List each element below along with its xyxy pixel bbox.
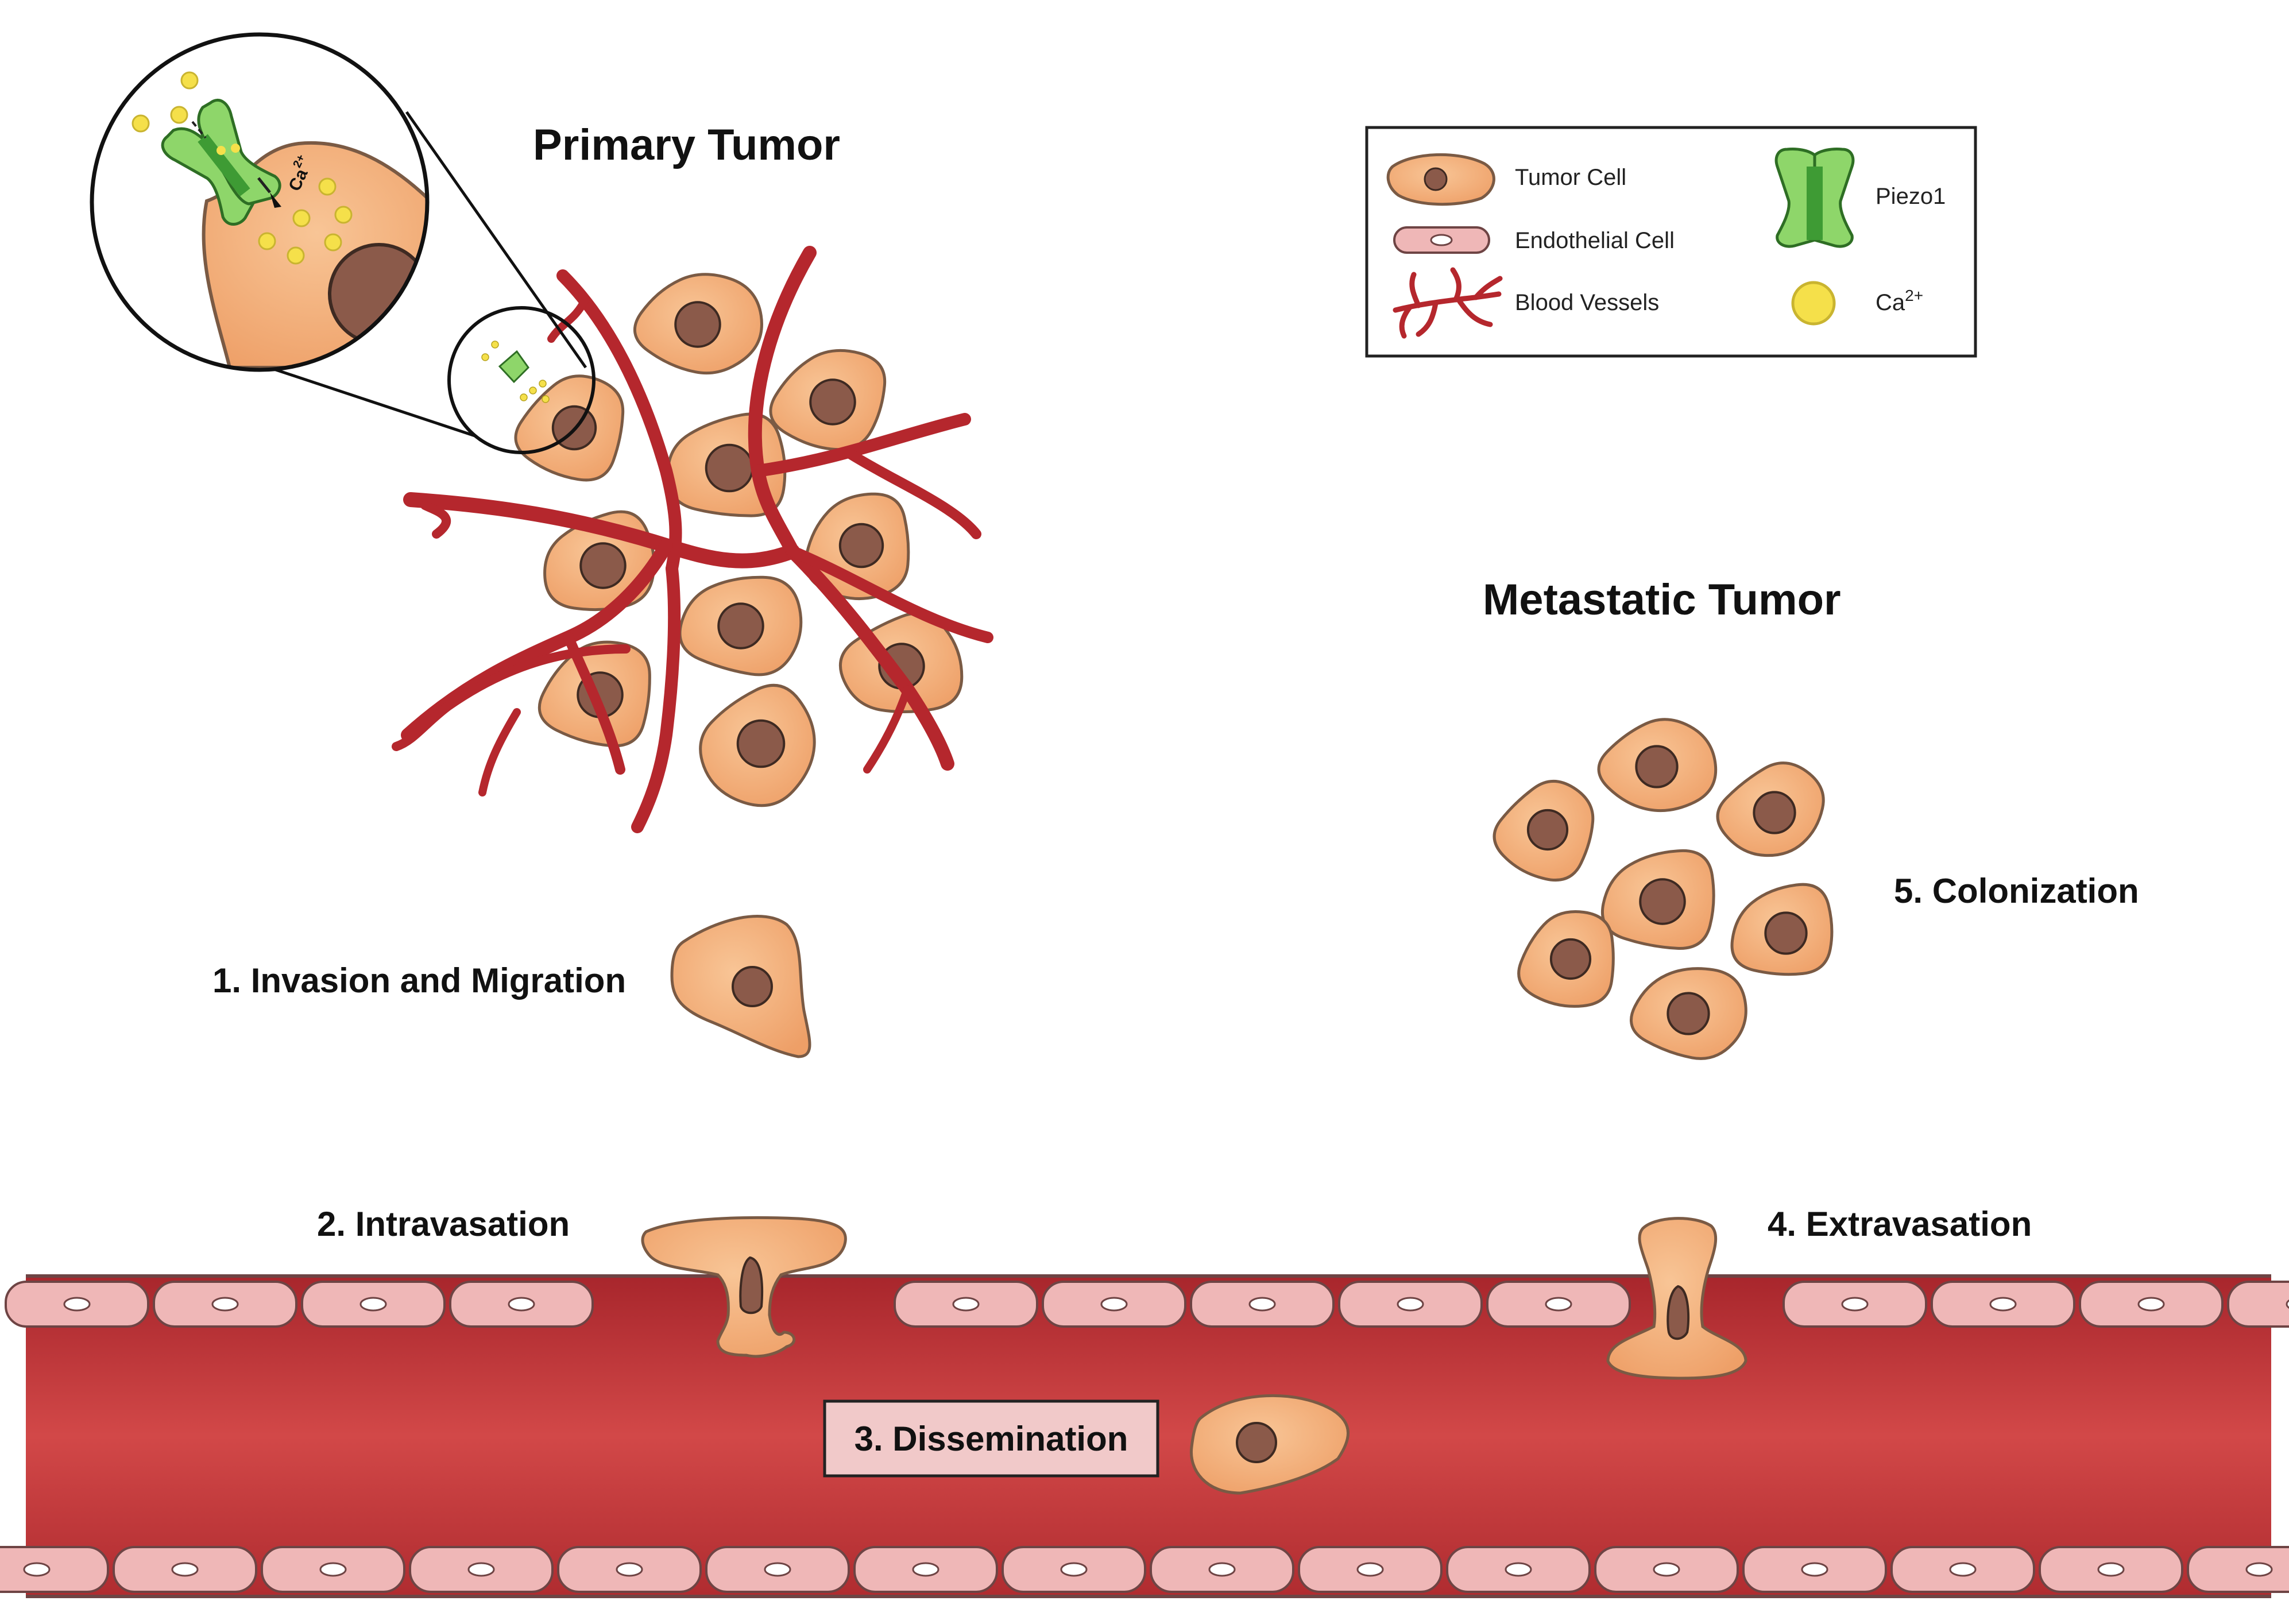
endothelial-cell: [1742, 1546, 1887, 1593]
metastatic-tumor-cell: [1716, 761, 1825, 857]
metastatic-tumor-cell: [1597, 718, 1718, 813]
endothelial-cell: [1190, 1281, 1335, 1328]
endothelial-cell: [153, 1281, 297, 1328]
legend-piezo1: Piezo1: [1876, 184, 1946, 209]
primary-tumor-cell: [699, 683, 816, 807]
metastatic-tumor-cell: [1629, 967, 1747, 1060]
metastatic-tumor-label: Metastatic Tumor: [1483, 575, 1841, 624]
endothelial-cell: [1890, 1546, 2035, 1593]
tumor-blood-vessels: [392, 246, 993, 833]
endothelial-cell: [5, 1281, 149, 1328]
legend-calcium: Ca2+: [1876, 287, 1923, 315]
endothelial-cell: [1931, 1281, 2075, 1328]
endothelial-cell: [1042, 1281, 1186, 1328]
zoom-source-circle: [447, 306, 596, 454]
endothelial-cell: [2079, 1281, 2224, 1328]
legend-blood-vessels: Blood Vessels: [1515, 290, 1659, 315]
endothelial-cell: [113, 1546, 257, 1593]
step4-label: 4. Extravasation: [1768, 1205, 2032, 1243]
endothelial-cell: [449, 1281, 594, 1328]
primary-tumor-cells: [514, 273, 964, 807]
endothelial-cell: [1594, 1546, 1739, 1593]
legend-endothelial-cell-icon: [1393, 226, 1490, 254]
primary-tumor-cell: [769, 349, 887, 451]
endothelial-layer-bottom: [0, 1546, 2289, 1593]
endothelial-cell: [705, 1546, 850, 1593]
endothelial-cell: [853, 1546, 998, 1593]
endothelial-cell: [1150, 1546, 1294, 1593]
calcium-ions: [132, 71, 353, 265]
legend-piezo1-icon: [1774, 148, 1855, 248]
inset-circle: [90, 32, 430, 372]
endothelial-cell: [261, 1546, 405, 1593]
metastatic-tumor-cell: [1493, 779, 1595, 882]
step3-label: 3. Dissemination: [854, 1420, 1128, 1458]
step5-label: 5. Colonization: [1894, 872, 2139, 910]
metastatic-tumor-cell: [1730, 883, 1834, 976]
endothelial-cell: [301, 1281, 446, 1328]
endothelial-cell: [557, 1546, 702, 1593]
blood-vessel: [0, 1274, 2289, 1598]
endothelial-cell: [2187, 1546, 2289, 1593]
circulating-tumor-cell: [1189, 1394, 1350, 1495]
legend: Tumor Cell Endothelial Cell Blood Vessel…: [1365, 126, 1977, 358]
endothelial-cell: [894, 1281, 1038, 1328]
endothelial-cell: [1298, 1546, 1443, 1593]
endothelial-cell: [2039, 1546, 2183, 1593]
metastatic-tumor-cell: [1601, 849, 1715, 950]
step2-label: 2. Intravasation: [317, 1205, 570, 1243]
endothelial-cell: [1783, 1281, 1927, 1328]
step1-label: 1. Invasion and Migration: [212, 961, 626, 1000]
legend-tumor-cell-icon: [1386, 153, 1495, 206]
intravasating-tumor-cell: [641, 1216, 847, 1358]
endothelial-cell: [1002, 1546, 1146, 1593]
primary-tumor-label: Primary Tumor: [533, 121, 840, 169]
legend-blood-vessels-icon: [1393, 267, 1503, 339]
extravasating-tumor-cell: [1606, 1217, 1747, 1380]
endothelial-cell: [409, 1546, 554, 1593]
piezo1-zoom-inset: Ca2+: [90, 32, 596, 454]
primary-tumor-cell: [633, 273, 763, 375]
step3-label-box: 3. Dissemination: [823, 1399, 1159, 1478]
legend-calcium-icon: [1791, 281, 1836, 326]
endothelial-cell: [0, 1546, 109, 1593]
endothelial-cell: [2227, 1281, 2289, 1328]
endothelial-layer-top: [5, 1281, 2289, 1328]
metastatic-tumor-cells: [1493, 718, 1834, 1060]
primary-tumor-cell: [678, 575, 803, 676]
migrating-tumor-cell: [670, 915, 811, 1058]
legend-endothelial-cell: Endothelial Cell: [1515, 228, 1675, 253]
legend-tumor-cell: Tumor Cell: [1515, 165, 1626, 190]
metastatic-tumor-cell: [1517, 910, 1615, 1008]
endothelial-cell: [1338, 1281, 1483, 1328]
endothelial-cell: [1486, 1281, 1631, 1328]
endothelial-cell: [1446, 1546, 1591, 1593]
small-piezo1-channel: [481, 341, 550, 403]
